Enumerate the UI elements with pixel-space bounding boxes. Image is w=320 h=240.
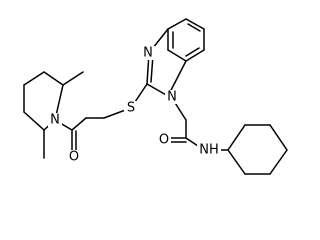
atom-s-thioether: S (127, 101, 135, 116)
atom-labels: N N S N O O NH (48, 46, 221, 165)
cyclohexane-ring (227, 124, 288, 175)
imidazole-ring (146, 28, 187, 97)
benzene-ring (167, 18, 205, 62)
chemical-structure: N N S N O O NH (23, 18, 288, 175)
atom-nh-amide: NH (199, 143, 219, 158)
acetamide-linker (166, 97, 229, 151)
atom-n-piperidine: N (50, 113, 60, 128)
atom-n-benzimidazole-1: N (167, 90, 177, 105)
thioether-linker (54, 83, 148, 153)
atom-n-benzimidazole-3: N (143, 46, 153, 61)
atom-o-ketone: O (69, 150, 79, 165)
atom-o-amide: O (159, 133, 169, 148)
